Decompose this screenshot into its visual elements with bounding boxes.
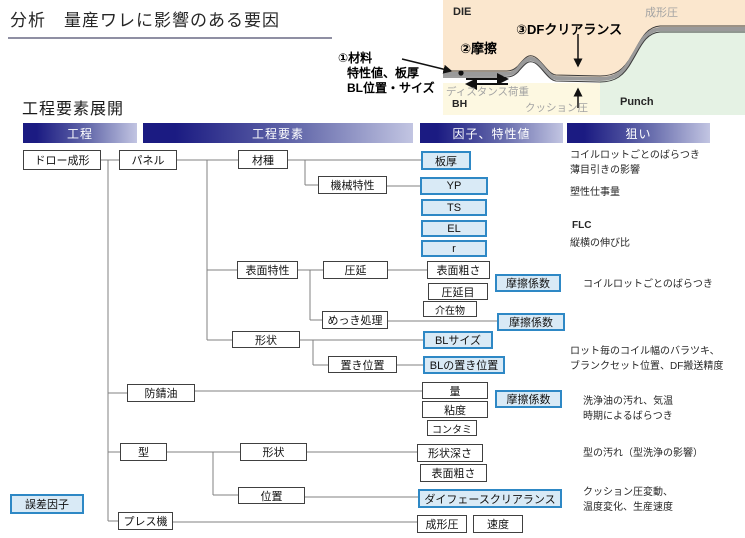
node-press-machine: プレス機 <box>118 512 173 530</box>
node-r: r <box>421 240 487 257</box>
node-draw-forming: ドロー成形 <box>23 150 101 170</box>
column-header-process: 工程 <box>23 123 137 143</box>
node-surface-props: 表面特性 <box>237 261 298 279</box>
node-rust-oil: 防錆油 <box>127 384 195 402</box>
aim-die-dirt: 型の汚れ（型洗浄の影響） <box>583 448 703 459</box>
sheet-outline-bottom <box>443 31 745 83</box>
aim-plastic-work: 塑性仕事量 <box>570 187 620 198</box>
sheet-path <box>443 27 745 82</box>
cushion-pressure-label: クッション圧 <box>525 102 588 114</box>
title-underline <box>8 37 332 39</box>
node-inclusions: 介在物 <box>423 301 477 317</box>
node-friction-coef3: 摩擦係数 <box>495 390 562 408</box>
node-die: 型 <box>120 443 167 461</box>
node-mechanical-props: 機械特性 <box>318 176 387 194</box>
aim-oil-dirt-line1: 洗浄油の汚れ、気温 <box>583 396 674 407</box>
node-viscosity: 粘度 <box>422 401 488 418</box>
aim-coil-lot-line1: コイルロットごとのばらつき <box>570 150 700 161</box>
material-pointer-dot <box>458 70 464 76</box>
material-label-line3: BL位置・サイズ <box>347 81 435 95</box>
distance-load-label: ディスタンス荷重 <box>446 86 530 98</box>
node-placement: 置き位置 <box>328 356 397 373</box>
node-error-factor: 誤差因子 <box>10 494 84 514</box>
node-surface-roughness2: 表面粗さ <box>420 464 487 482</box>
aim-blank-set-line2: ブランクセット位置、DF搬送精度 <box>570 360 724 372</box>
aim-cushion-var-line2: 温度変化、生産速度 <box>583 501 673 513</box>
node-rolling-grain: 圧延目 <box>428 283 488 300</box>
aim-coil-lot: コイルロットごとのばらつき 薄目引きの影響 <box>570 149 700 178</box>
punch-label: Punch <box>620 96 654 108</box>
aim-flc: FLC <box>572 220 592 231</box>
df-clearance-label: ③DFクリアランス <box>516 22 623 37</box>
node-bl-size: BLサイズ <box>423 331 493 349</box>
node-plating: めっき処理 <box>322 311 388 329</box>
node-friction-coef2: 摩擦係数 <box>497 313 565 331</box>
friction-label: ②摩擦 <box>460 41 498 56</box>
node-shape-depth: 形状深さ <box>417 444 483 462</box>
aim-cushion-var-line1: クッション圧変動、 <box>583 487 673 498</box>
node-df-clearance: ダイフェースクリアランス <box>418 489 562 508</box>
node-thickness: 板厚 <box>421 151 471 170</box>
section-title: 工程要素展開 <box>22 101 125 118</box>
die-label: DIE <box>453 6 472 18</box>
column-header-elements: 工程要素 <box>143 123 413 143</box>
node-friction-coef1: 摩擦係数 <box>495 274 561 292</box>
die-region <box>443 0 745 79</box>
node-panel: パネル <box>119 150 177 170</box>
aim-oil-dirt: 洗浄油の汚れ、気温 時期によるばらつき <box>583 395 673 424</box>
node-contamination: コンタミ <box>427 420 477 436</box>
die-schematic <box>401 0 745 115</box>
node-position: 位置 <box>238 487 305 504</box>
node-forming-pressure: 成形圧 <box>417 515 467 533</box>
node-bl-placement: BLの置き位置 <box>423 356 505 374</box>
node-shape2: 形状 <box>240 443 307 461</box>
material-label-line1: ①材料 <box>338 51 373 65</box>
page-title: 分析 量産ワレに影響のある要因 <box>10 11 280 30</box>
column-header-factors: 因子、特性値 <box>420 123 563 143</box>
aim-blank-set: ロット毎のコイル幅のバラツキ、 ブランクセット位置、DF搬送精度 <box>570 345 723 374</box>
material-label-line2: 特性値、板厚 <box>347 66 420 80</box>
node-surface-roughness1: 表面粗さ <box>427 261 490 279</box>
node-el: EL <box>421 220 487 237</box>
node-amount: 量 <box>422 382 488 399</box>
material-label: ①材料 特性値、板厚 BL位置・サイズ <box>338 51 435 96</box>
column-header-aim: 狙い <box>567 123 710 143</box>
node-shape1: 形状 <box>232 331 300 348</box>
bh-label: BH <box>452 98 468 110</box>
aim-coil-lot2: コイルロットごとのばらつき <box>583 279 713 290</box>
node-rolling: 圧延 <box>323 261 388 279</box>
node-material-type: 材種 <box>238 150 288 169</box>
aim-oil-dirt-line2: 時期によるばらつき <box>583 410 673 422</box>
aim-coil-lot-line2: 薄目引きの影響 <box>570 164 640 176</box>
aim-cushion-var: クッション圧変動、 温度変化、生産速度 <box>583 486 673 515</box>
node-yp: YP <box>420 177 488 195</box>
tree-connectors <box>101 159 497 523</box>
material-pointer-arrow <box>401 58 453 74</box>
node-ts: TS <box>421 199 487 216</box>
aim-elong-ratio: 縦横の伸び比 <box>570 238 630 249</box>
node-speed: 速度 <box>473 515 523 533</box>
aim-blank-set-line1: ロット毎のコイル幅のバラツキ、 <box>570 346 720 357</box>
forming-pressure-label: 成形圧 <box>645 7 678 19</box>
